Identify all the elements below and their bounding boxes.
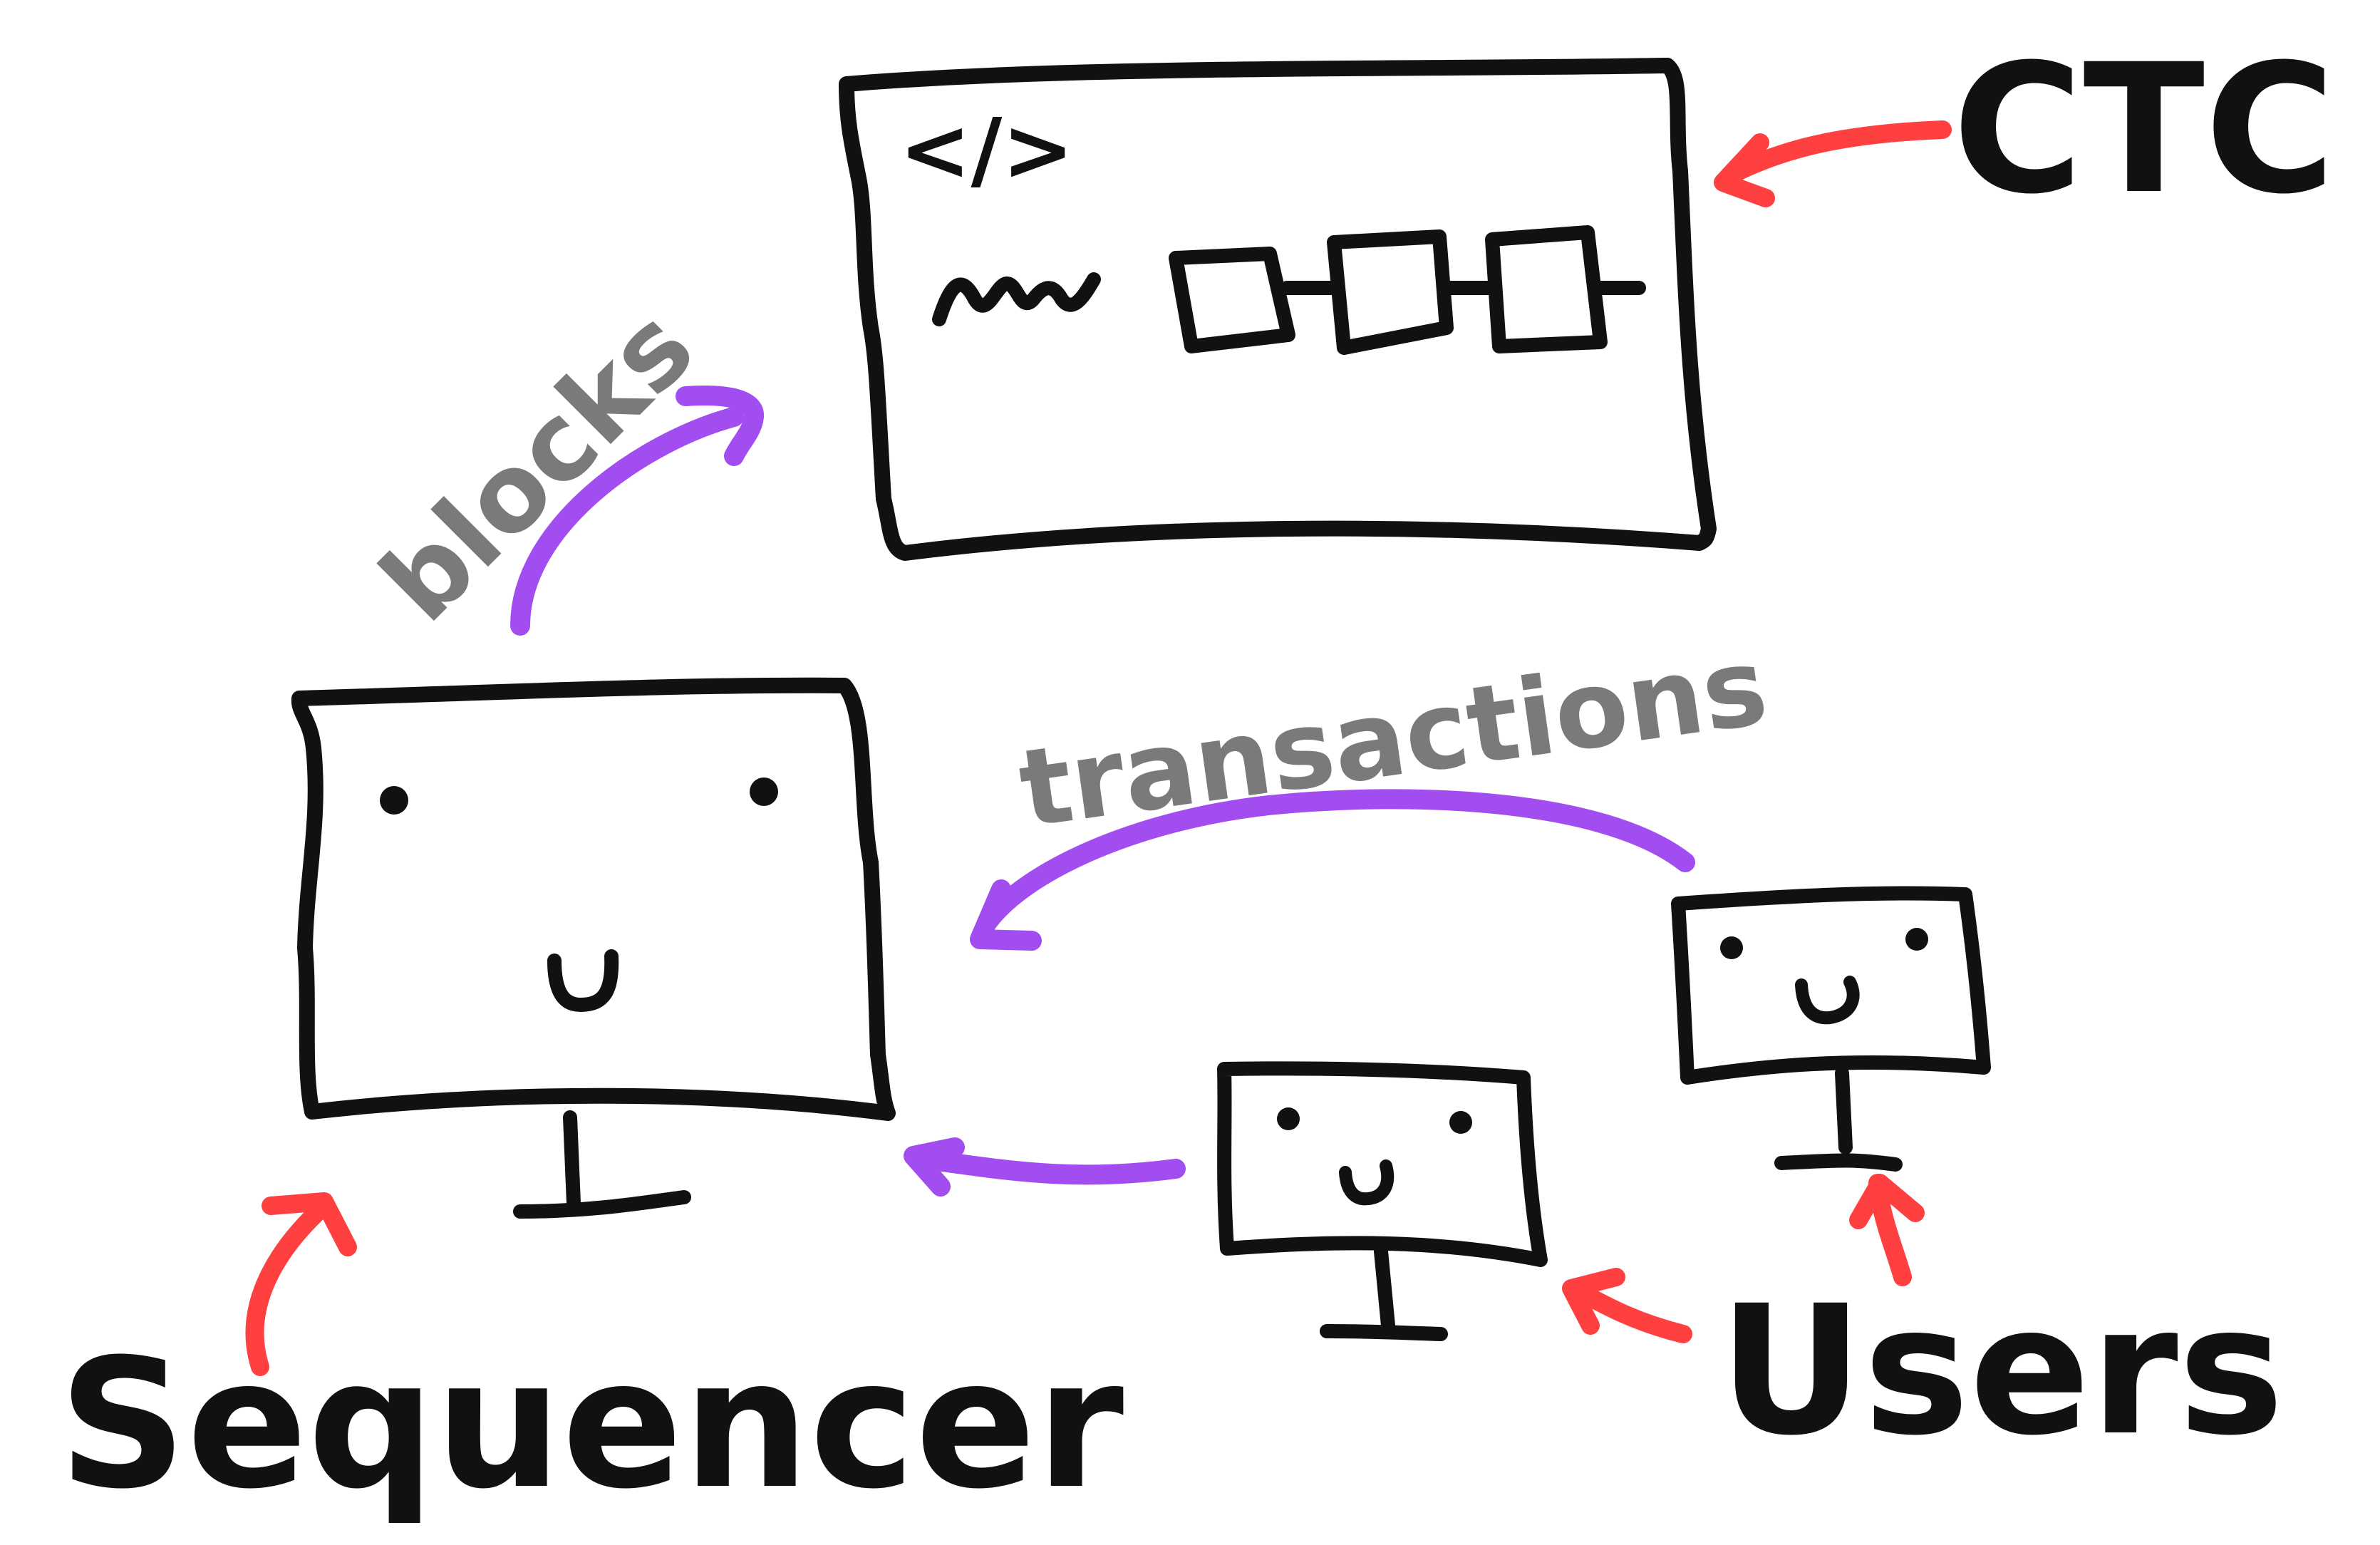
code-tag-icon: </> [899, 101, 1074, 200]
eye-icon [1449, 1111, 1472, 1134]
ctc-box: </> [839, 58, 1717, 561]
users-pointer-arrow-middle [1562, 1268, 1692, 1343]
users-pointer-arrow-right [1849, 1174, 1925, 1286]
squiggle-icon [932, 272, 1101, 326]
ctc-pointer-arrow [1714, 120, 1952, 207]
users-label: Users [1719, 1267, 2284, 1474]
smile-icon [1795, 976, 1860, 1025]
chain-blocks-icon [1169, 225, 1646, 355]
user-to-sequencer-flow-arrow [904, 1137, 1186, 1197]
transactions-flow-arrow [970, 789, 1695, 951]
blocks-flow-arrow [510, 386, 764, 636]
smile-icon [547, 949, 619, 1012]
eye-icon [750, 777, 778, 806]
blocks-label: blocks [358, 286, 718, 646]
sequencer-monitor [291, 677, 896, 1219]
user-monitor-right [1671, 886, 1991, 1172]
eye-icon [1277, 1107, 1300, 1130]
sequencer-label: Sequencer [58, 1321, 1124, 1528]
transactions-label: transactions [1013, 624, 1774, 852]
ctc-label: CTC [1952, 26, 2335, 233]
eye-icon [380, 786, 408, 815]
eye-icon [1905, 928, 1928, 951]
user-monitor-middle [1217, 1061, 1548, 1341]
smile-icon [1339, 1159, 1395, 1206]
eye-icon [1720, 936, 1743, 959]
sequencer-pointer-arrow [245, 1192, 357, 1376]
